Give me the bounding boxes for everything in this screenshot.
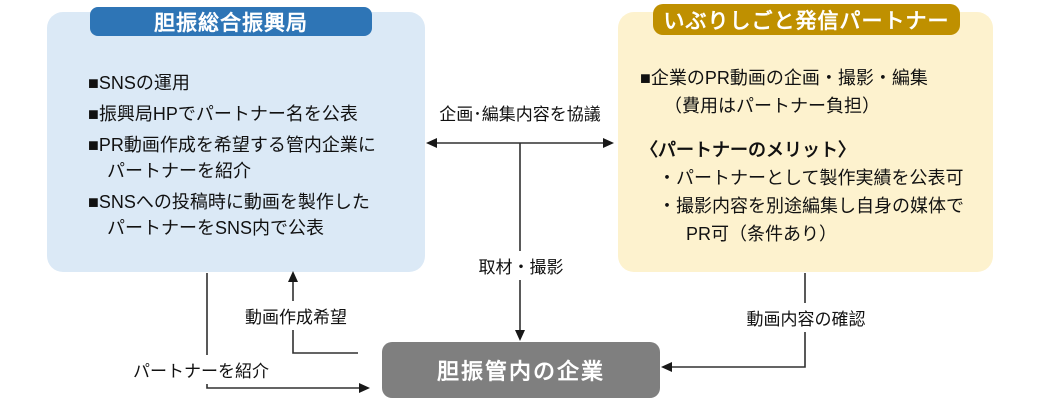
partner-title: いぶりしごと発信パートナー bbox=[653, 4, 960, 35]
arrowhead-right bbox=[603, 138, 614, 148]
partner-merit-line: ・パートナーとして製作実績を公表可 bbox=[658, 168, 964, 188]
bureau-duty-line: パートナーを紹介 bbox=[107, 161, 251, 181]
bureau-duties-list: ■SNSの運用 ■振興局HPでパートナー名を公表 ■PR動画作成を希望する管内企… bbox=[88, 68, 376, 244]
arrowhead-into-companies-left bbox=[359, 383, 370, 393]
bureau-duty-line: ■SNSの運用 bbox=[88, 73, 190, 93]
partner-merit-heading: 〈パートナーのメリット〉 bbox=[640, 140, 856, 160]
bureau-panel bbox=[47, 12, 425, 272]
partner-merit-line: PR可（条件あり） bbox=[686, 224, 838, 244]
partner-duty-line: ■企業のPR動画の企画・撮影・編集 bbox=[640, 68, 928, 88]
arrowhead-up-into-bureau bbox=[288, 271, 298, 282]
negotiate-label: 企画･編集内容を協議 bbox=[434, 98, 606, 127]
video-request-label: 動画作成希望 bbox=[240, 301, 352, 330]
bureau-duty-line: パートナーをSNS内で公表 bbox=[107, 218, 325, 238]
arrowhead-left bbox=[426, 138, 437, 148]
bureau-title: 胆振総合振興局 bbox=[90, 7, 372, 36]
coverage-label: 取材・撮影 bbox=[473, 251, 569, 280]
partner-duties-list: ■企業のPR動画の企画・撮影・編集 （費用はパートナー負担） 〈パートナーのメリ… bbox=[640, 64, 964, 248]
arrowhead-into-companies-right bbox=[661, 362, 672, 372]
bureau-duty-line: ■SNSへの投稿時に動画を製作した bbox=[88, 192, 370, 212]
arrowhead-down bbox=[515, 330, 525, 341]
companies-box: 胆振管内の企業 bbox=[382, 342, 660, 398]
partner-merit-line: ・撮影内容を別途編集し自身の媒体で bbox=[658, 196, 964, 216]
partner-panel bbox=[618, 12, 993, 272]
bureau-duty-line: ■振興局HPでパートナー名を公表 bbox=[88, 104, 358, 124]
confirm-video-label: 動画内容の確認 bbox=[741, 303, 871, 332]
introduce-partner-label: パートナーを紹介 bbox=[128, 355, 274, 384]
bureau-duty-line: ■PR動画作成を希望する管内企業に bbox=[88, 135, 376, 155]
partner-duty-line: （費用はパートナー負担） bbox=[664, 96, 880, 116]
